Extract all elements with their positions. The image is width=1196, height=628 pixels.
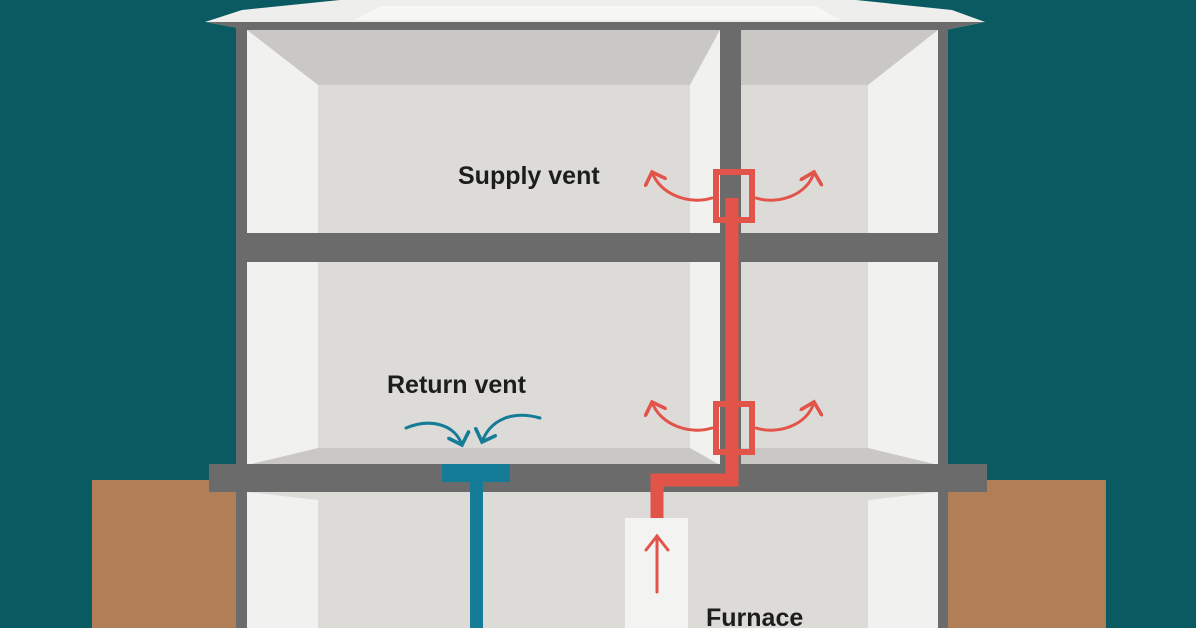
- supply-vent-fitting-mid: [713, 401, 755, 455]
- middle-floor-room-right: [741, 262, 938, 465]
- roof: [205, 0, 985, 30]
- basement-room: [247, 492, 938, 628]
- return-airflow-arrows: [404, 413, 542, 445]
- furnace-label: Furnace: [706, 604, 803, 628]
- return-vent-grille: [442, 464, 510, 482]
- top-floor-room-left: [247, 30, 720, 233]
- top-floor-room-right: [741, 30, 938, 233]
- ground-left: [92, 480, 242, 628]
- supply-airflow-arrows: [652, 172, 814, 432]
- supply-duct: [650, 198, 739, 518]
- middle-floor-room-left: [247, 262, 720, 465]
- ground-right: [944, 480, 1106, 628]
- furnace-up-arrow: [644, 533, 670, 594]
- ground-floor-slab: [209, 464, 987, 492]
- supply-vent-fitting-top: [713, 169, 755, 223]
- return-vent-label: Return vent: [387, 371, 527, 399]
- supply-vent-label: Supply vent: [458, 162, 600, 190]
- return-duct: [470, 482, 483, 628]
- upper-floor-slab: [236, 233, 948, 262]
